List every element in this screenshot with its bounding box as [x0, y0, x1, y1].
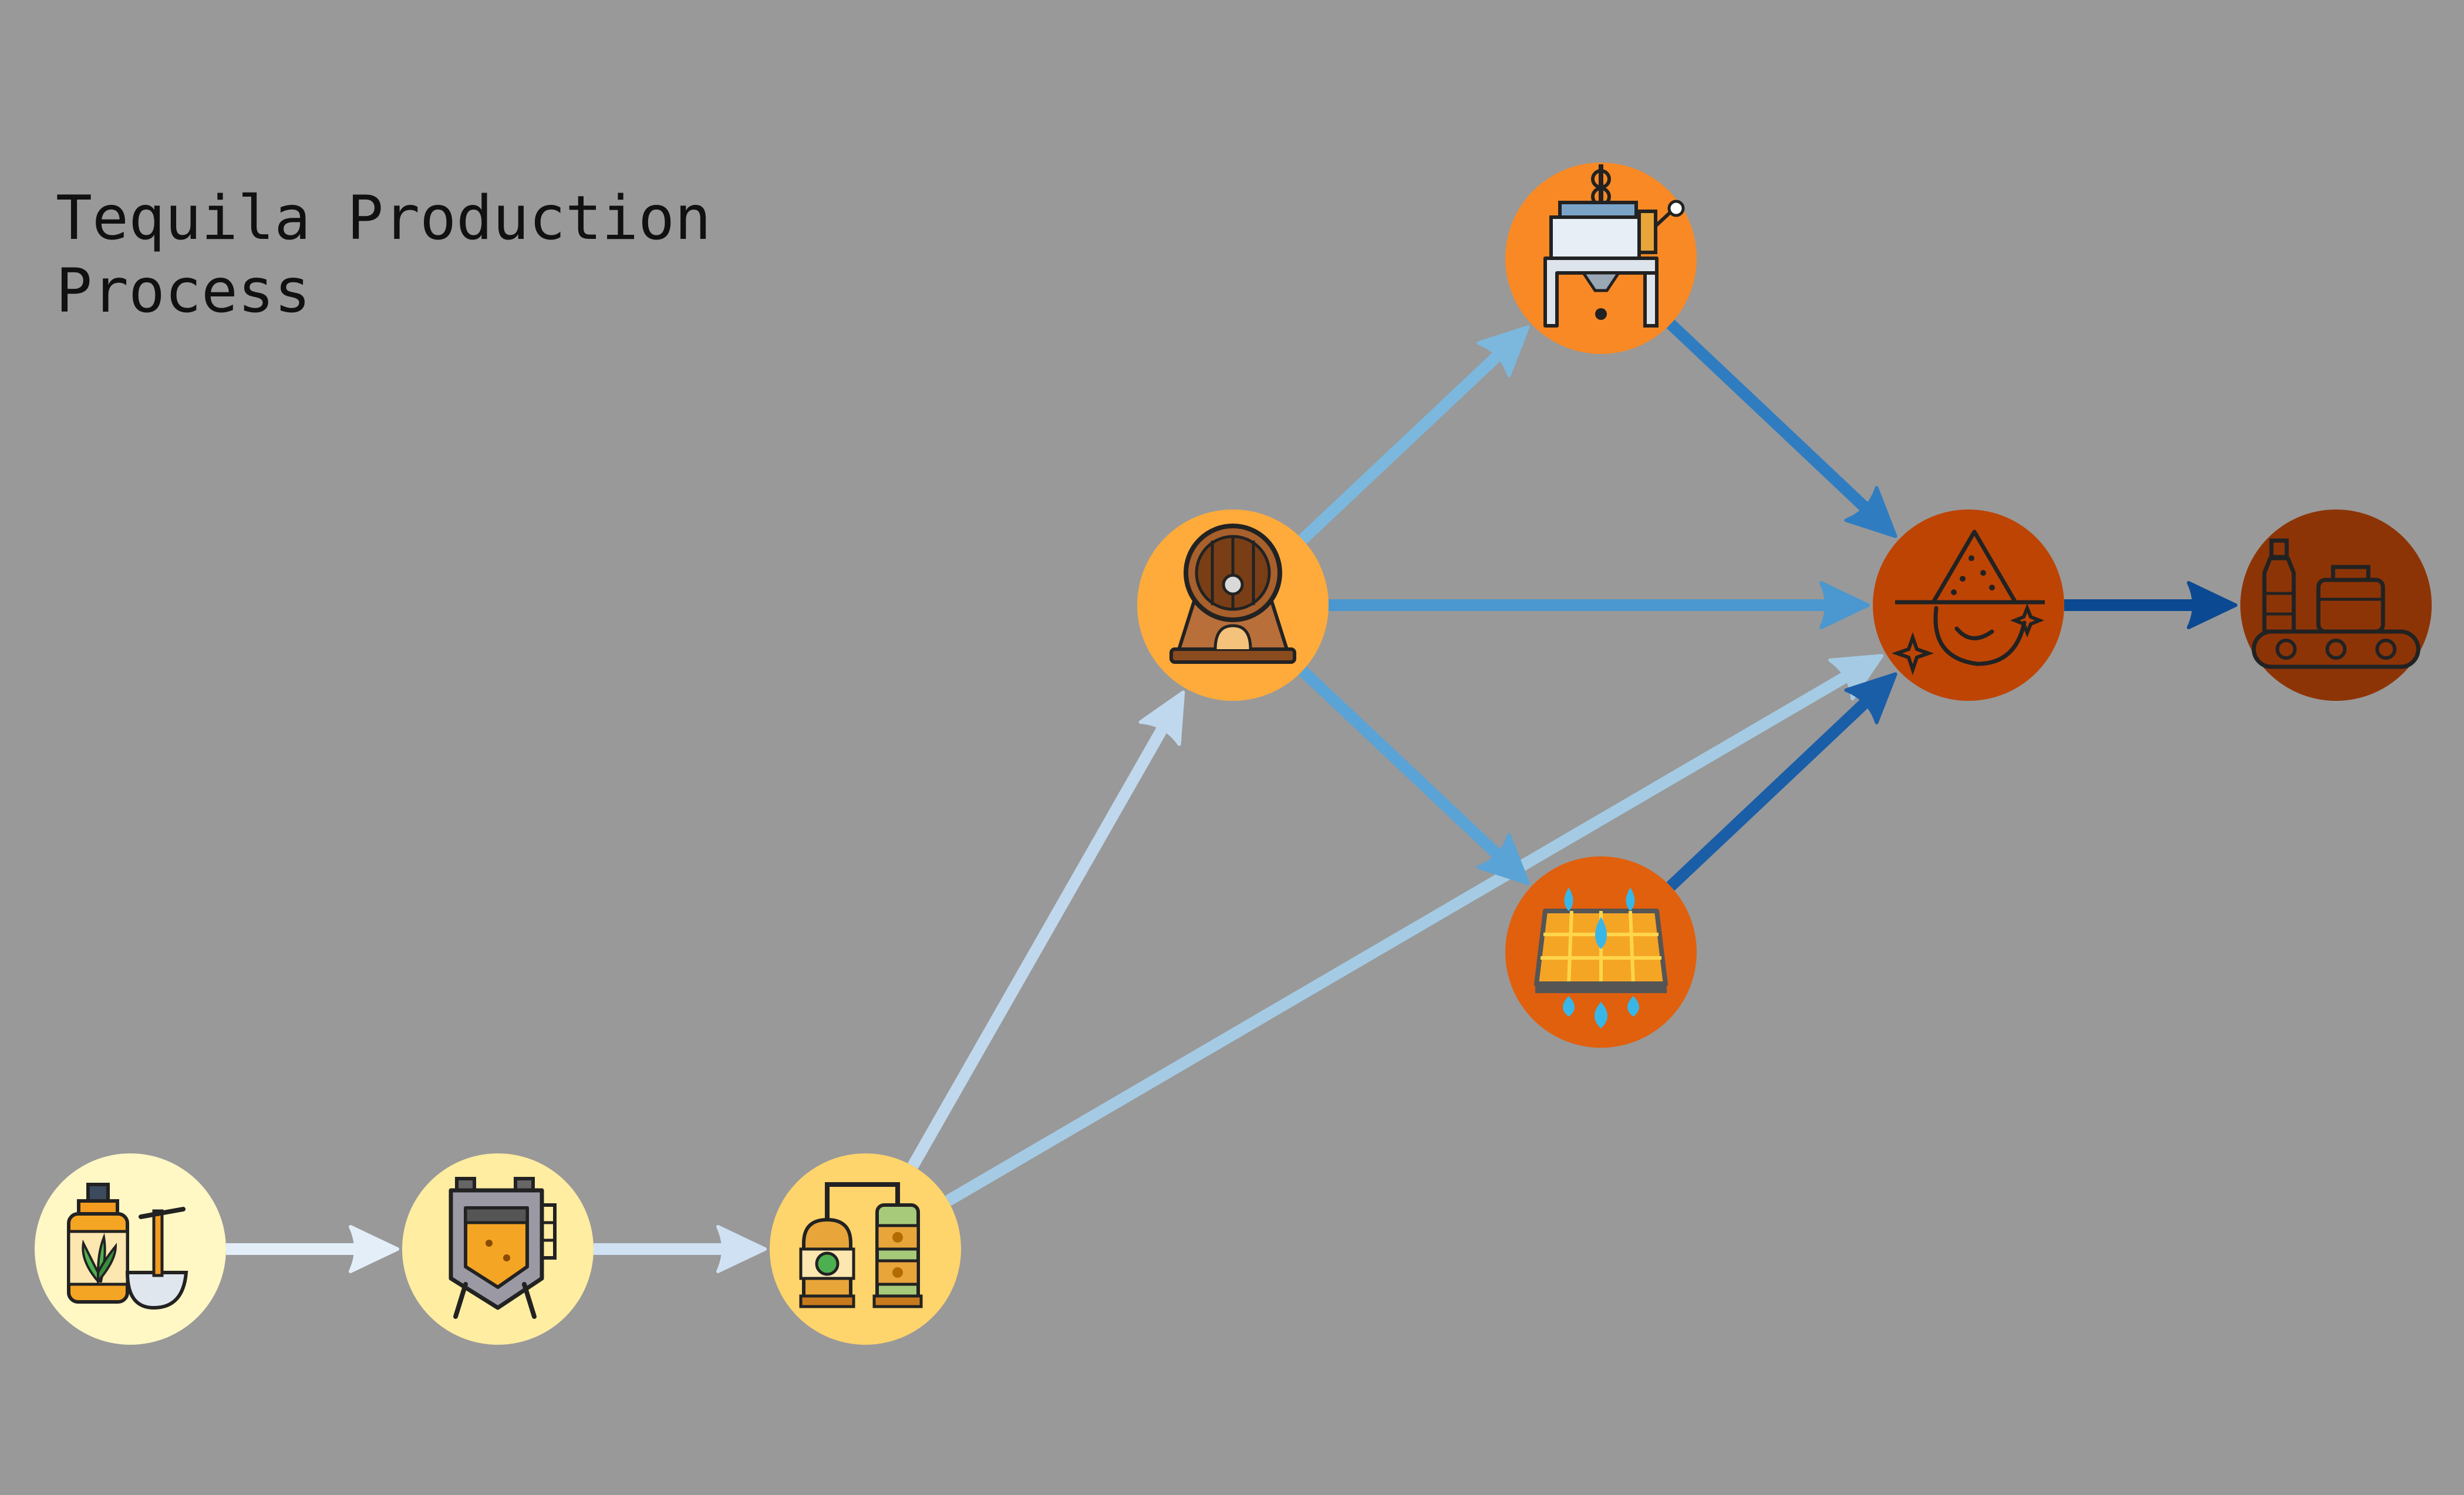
edge-line	[1298, 351, 1502, 544]
arrowhead	[1477, 325, 1530, 377]
arrowhead	[2187, 581, 2237, 629]
bottling-conveyor-icon	[2251, 538, 2421, 669]
arrowhead	[1844, 672, 1897, 724]
edge-aging-to-blending	[1329, 581, 1870, 629]
edge-filtering-to-blending	[1666, 672, 1897, 891]
node-circle	[770, 1153, 961, 1345]
edge-line	[1298, 666, 1502, 859]
edge-agave-to-fermentation	[226, 1225, 399, 1273]
fermentation-tank-icon	[449, 1177, 557, 1319]
edge-filtration-press-to-blending	[1666, 319, 1897, 538]
copper-still-icon	[799, 1182, 923, 1308]
edges-layer	[226, 319, 2237, 1273]
arrowhead	[1477, 833, 1530, 885]
edge-line	[908, 725, 1168, 1169]
node-bottling	[2240, 509, 2432, 701]
arrowhead	[1828, 654, 1884, 701]
arrowhead	[1138, 690, 1185, 746]
edge-line	[1666, 319, 1870, 512]
edge-blending-to-bottling	[2064, 581, 2237, 629]
edge-fermentation-to-distillation	[594, 1225, 767, 1273]
edge-line	[1666, 698, 1870, 891]
node-circle	[35, 1153, 226, 1345]
node-circle	[1873, 509, 2064, 701]
node-aging	[1137, 509, 1329, 701]
arrowhead	[349, 1225, 399, 1273]
node-fermentation	[402, 1153, 594, 1345]
press-machine-icon	[1543, 164, 1685, 328]
nodes-layer	[35, 163, 2432, 1345]
node-filtration-press	[1505, 163, 1697, 354]
flavor-blend-icon	[1891, 529, 2045, 676]
edge-distillation-to-aging	[908, 690, 1185, 1169]
node-blending	[1873, 509, 2064, 701]
node-agave	[35, 1153, 226, 1345]
diagram-title: Tequila Production Process	[56, 183, 712, 326]
edge-aging-to-filtering	[1298, 666, 1530, 885]
node-filtering	[1505, 856, 1697, 1048]
node-circle	[2240, 509, 2432, 701]
arrowhead	[1819, 581, 1870, 629]
agave-bottle-bowl-icon	[67, 1183, 188, 1310]
arrowhead	[716, 1225, 767, 1273]
arrowhead	[1844, 486, 1897, 538]
node-distillation	[770, 1153, 961, 1345]
edge-aging-to-filtration-press	[1298, 325, 1530, 544]
water-filter-icon	[1534, 887, 1668, 1028]
wooden-barrel-icon	[1169, 524, 1296, 664]
edge-distillation-to-blending	[945, 654, 1884, 1206]
edge-line	[945, 671, 1849, 1206]
